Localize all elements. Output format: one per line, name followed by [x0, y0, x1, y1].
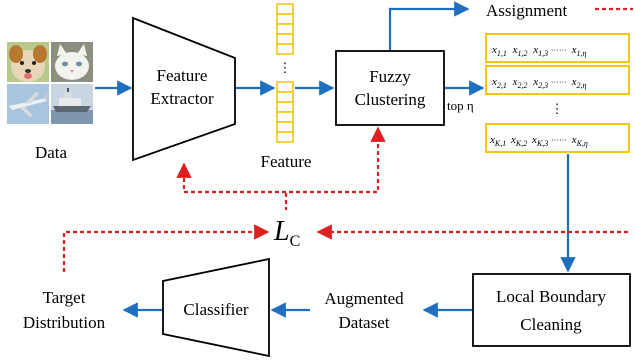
matrix-row-k-text: xK,1 xK,2 xK,3 ······ xK,η	[489, 134, 588, 149]
fuzzy-clustering-line2: Clustering	[355, 90, 426, 109]
fuzzy-clustering-line1: Fuzzy	[369, 67, 411, 86]
feature-vector-top	[276, 3, 294, 55]
arrow-clustering-to-assignment	[388, 1, 470, 50]
matrix-row-1-text: x1,1 x1,2 x1,3 ······ x1,η	[491, 44, 587, 59]
matrix-row-2-text: x2,1 x2,2 x2,3 ······ x2,η	[491, 76, 587, 91]
target-distribution-line1: Target	[43, 288, 86, 307]
feature-extractor-line2: Extractor	[150, 89, 214, 108]
ship-image	[51, 84, 93, 124]
feature-extractor-line1: Feature	[157, 66, 208, 85]
matrix-row-1	[485, 33, 630, 63]
local-boundary-cleaning-block	[472, 273, 631, 347]
assignment-matrix: ⋮ x1,1 x1,2 x1,3 ······ x1,η x2,1 x2,2 x…	[485, 33, 630, 153]
feature-label: Feature	[261, 152, 312, 171]
data-label: Data	[35, 143, 68, 162]
data-images	[7, 42, 93, 124]
loss-feedback-bracket	[176, 126, 386, 194]
target-distribution-line2: Distribution	[23, 313, 106, 332]
fuzzy-clustering-block	[335, 50, 445, 126]
augmented-dataset-line2: Dataset	[339, 313, 390, 332]
classifier-block	[162, 257, 270, 358]
matrix-row-k	[485, 123, 630, 153]
feature-vertical-dots: ⋮	[279, 60, 292, 75]
dog-image	[7, 42, 49, 82]
top-eta-label: top η	[447, 98, 474, 113]
feature-extractor-block	[132, 16, 236, 162]
local-boundary-cleaning-line2: Cleaning	[520, 315, 582, 334]
matrix-row-2	[485, 65, 630, 95]
assignment-label: Assignment	[486, 1, 568, 20]
local-boundary-cleaning-line1: Local Boundary	[496, 287, 606, 306]
cat-image	[51, 42, 93, 82]
matrix-vertical-dots: ⋮	[551, 101, 564, 116]
classifier-label: Classifier	[183, 300, 248, 319]
loss-symbol: LC	[273, 216, 300, 250]
augmented-dataset-line1: Augmented	[324, 289, 404, 308]
loss-from-target	[62, 224, 270, 272]
feature-vector-bottom	[276, 81, 294, 143]
airplane-image	[7, 84, 49, 124]
